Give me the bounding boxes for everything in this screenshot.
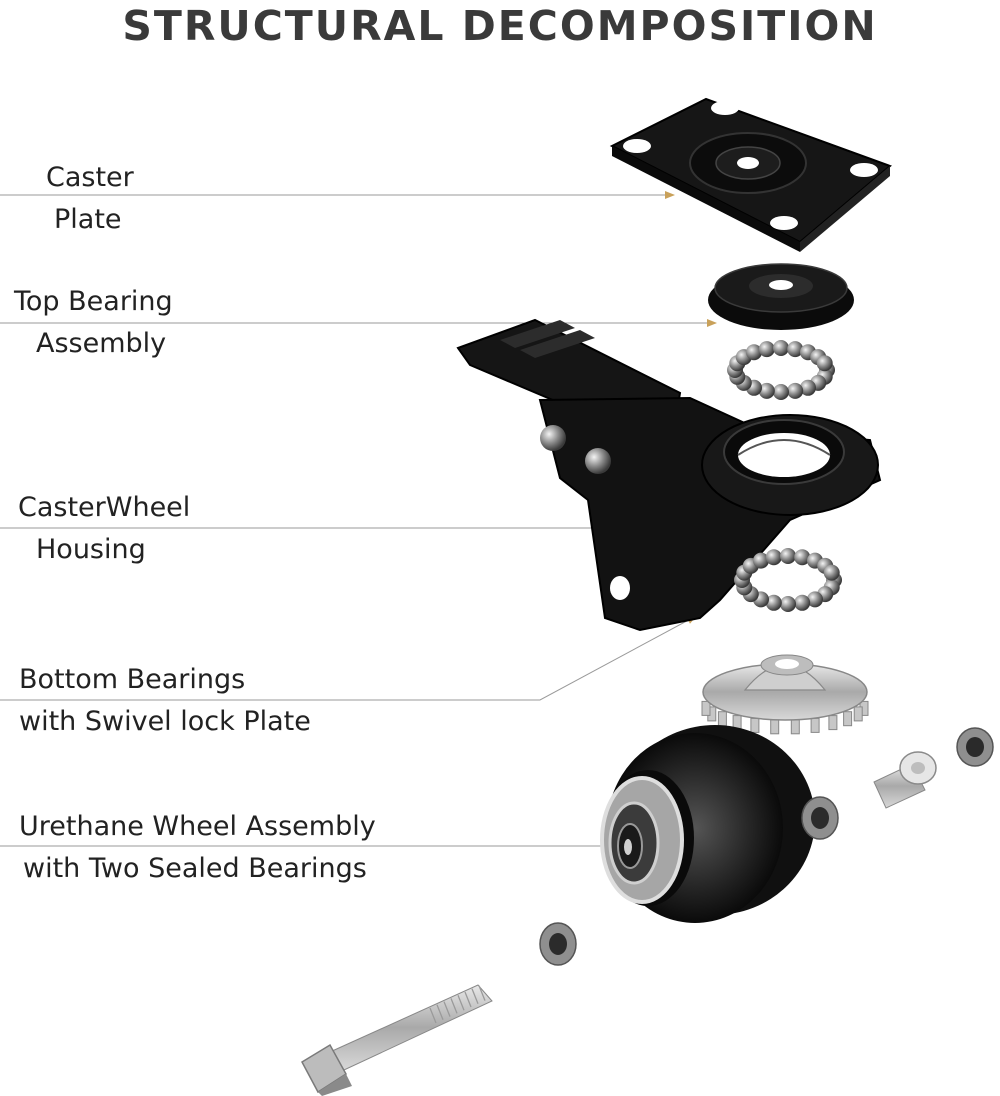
lock-plate-tab bbox=[750, 717, 760, 733]
label-line: Plate bbox=[54, 204, 122, 235]
label-bottom-bearings: Bottom Bearings with Swivel lock Plate bbox=[19, 659, 311, 743]
bearing-ball bbox=[794, 549, 811, 566]
leader-bottom-bearings bbox=[0, 615, 697, 701]
label-line: CasterWheel bbox=[18, 492, 191, 523]
urethane-wheel-part bbox=[600, 725, 815, 923]
lock-plate-tab bbox=[701, 700, 711, 716]
label-caster-wheel-housing: CasterWheel Housing bbox=[18, 487, 190, 571]
label-line: Top Bearing bbox=[14, 286, 173, 317]
bearing-ball bbox=[765, 594, 782, 611]
bearing-ball bbox=[807, 591, 823, 608]
lock-plate-tab bbox=[717, 711, 727, 727]
lock-nut-right bbox=[956, 727, 994, 767]
bearing-ball bbox=[773, 384, 789, 400]
bearing-ball bbox=[794, 594, 811, 611]
bolt-thread bbox=[457, 994, 465, 1011]
swivel-lock-plate bbox=[701, 654, 869, 735]
label-line: Assembly bbox=[36, 328, 167, 359]
bearing-ball bbox=[758, 341, 775, 358]
lock-plate-tab bbox=[843, 711, 853, 727]
bolt-thread bbox=[443, 1001, 451, 1017]
top-ball-ring bbox=[727, 340, 835, 400]
label-line: Housing bbox=[36, 534, 146, 565]
bearing-ball bbox=[787, 382, 804, 399]
lock-nut-middle bbox=[801, 796, 839, 840]
label-line: Caster bbox=[46, 162, 134, 193]
bearing-ball bbox=[765, 549, 782, 566]
bolt-thread bbox=[429, 1007, 437, 1024]
bearing-ball bbox=[823, 564, 840, 581]
bearing-ball bbox=[787, 341, 804, 358]
label-urethane-wheel-assembly: Urethane Wheel Assembly with Two Sealed … bbox=[19, 806, 376, 890]
lock-plate-tab bbox=[770, 719, 780, 735]
bolt-thread bbox=[436, 1004, 444, 1021]
caster-housing-part bbox=[456, 318, 882, 632]
lock-plate-tab bbox=[828, 715, 838, 731]
spacer-sleeve bbox=[873, 751, 937, 809]
bolt-thread bbox=[450, 998, 458, 1014]
bearing-ball bbox=[780, 548, 796, 564]
label-line: Urethane Wheel Assembly bbox=[19, 811, 376, 842]
bearing-ball bbox=[780, 596, 796, 612]
bearing-ball bbox=[816, 355, 833, 372]
bottom-ball-ring bbox=[734, 548, 842, 612]
label-line: with Swivel lock Plate bbox=[19, 706, 311, 737]
bearing-ball bbox=[800, 379, 816, 396]
label-top-bearing-assembly: Top Bearing Assembly bbox=[14, 281, 173, 365]
lock-plate-tab bbox=[810, 717, 820, 733]
page-title: STRUCTURAL DECOMPOSITION bbox=[122, 2, 878, 50]
bearing-ball bbox=[773, 340, 789, 356]
label-caster-plate: Caster Plate bbox=[46, 157, 134, 241]
bolt-thread bbox=[464, 991, 472, 1008]
lock-nut-left bbox=[539, 922, 577, 966]
caster-plate-part bbox=[609, 97, 892, 252]
lock-plate-tab bbox=[853, 706, 863, 722]
bearing-ball bbox=[753, 552, 769, 569]
top-bearing-race bbox=[708, 263, 854, 330]
bolt-thread bbox=[478, 985, 486, 1001]
bolt-thread bbox=[471, 988, 479, 1005]
label-line: Bottom Bearings bbox=[19, 664, 246, 695]
bearing-ball bbox=[746, 344, 762, 361]
label-line: with Two Sealed Bearings bbox=[23, 853, 367, 884]
bearing-ball bbox=[758, 382, 775, 399]
lock-plate-tab bbox=[790, 719, 800, 735]
axle-bolt bbox=[301, 984, 493, 1096]
leader-lines bbox=[0, 191, 717, 850]
